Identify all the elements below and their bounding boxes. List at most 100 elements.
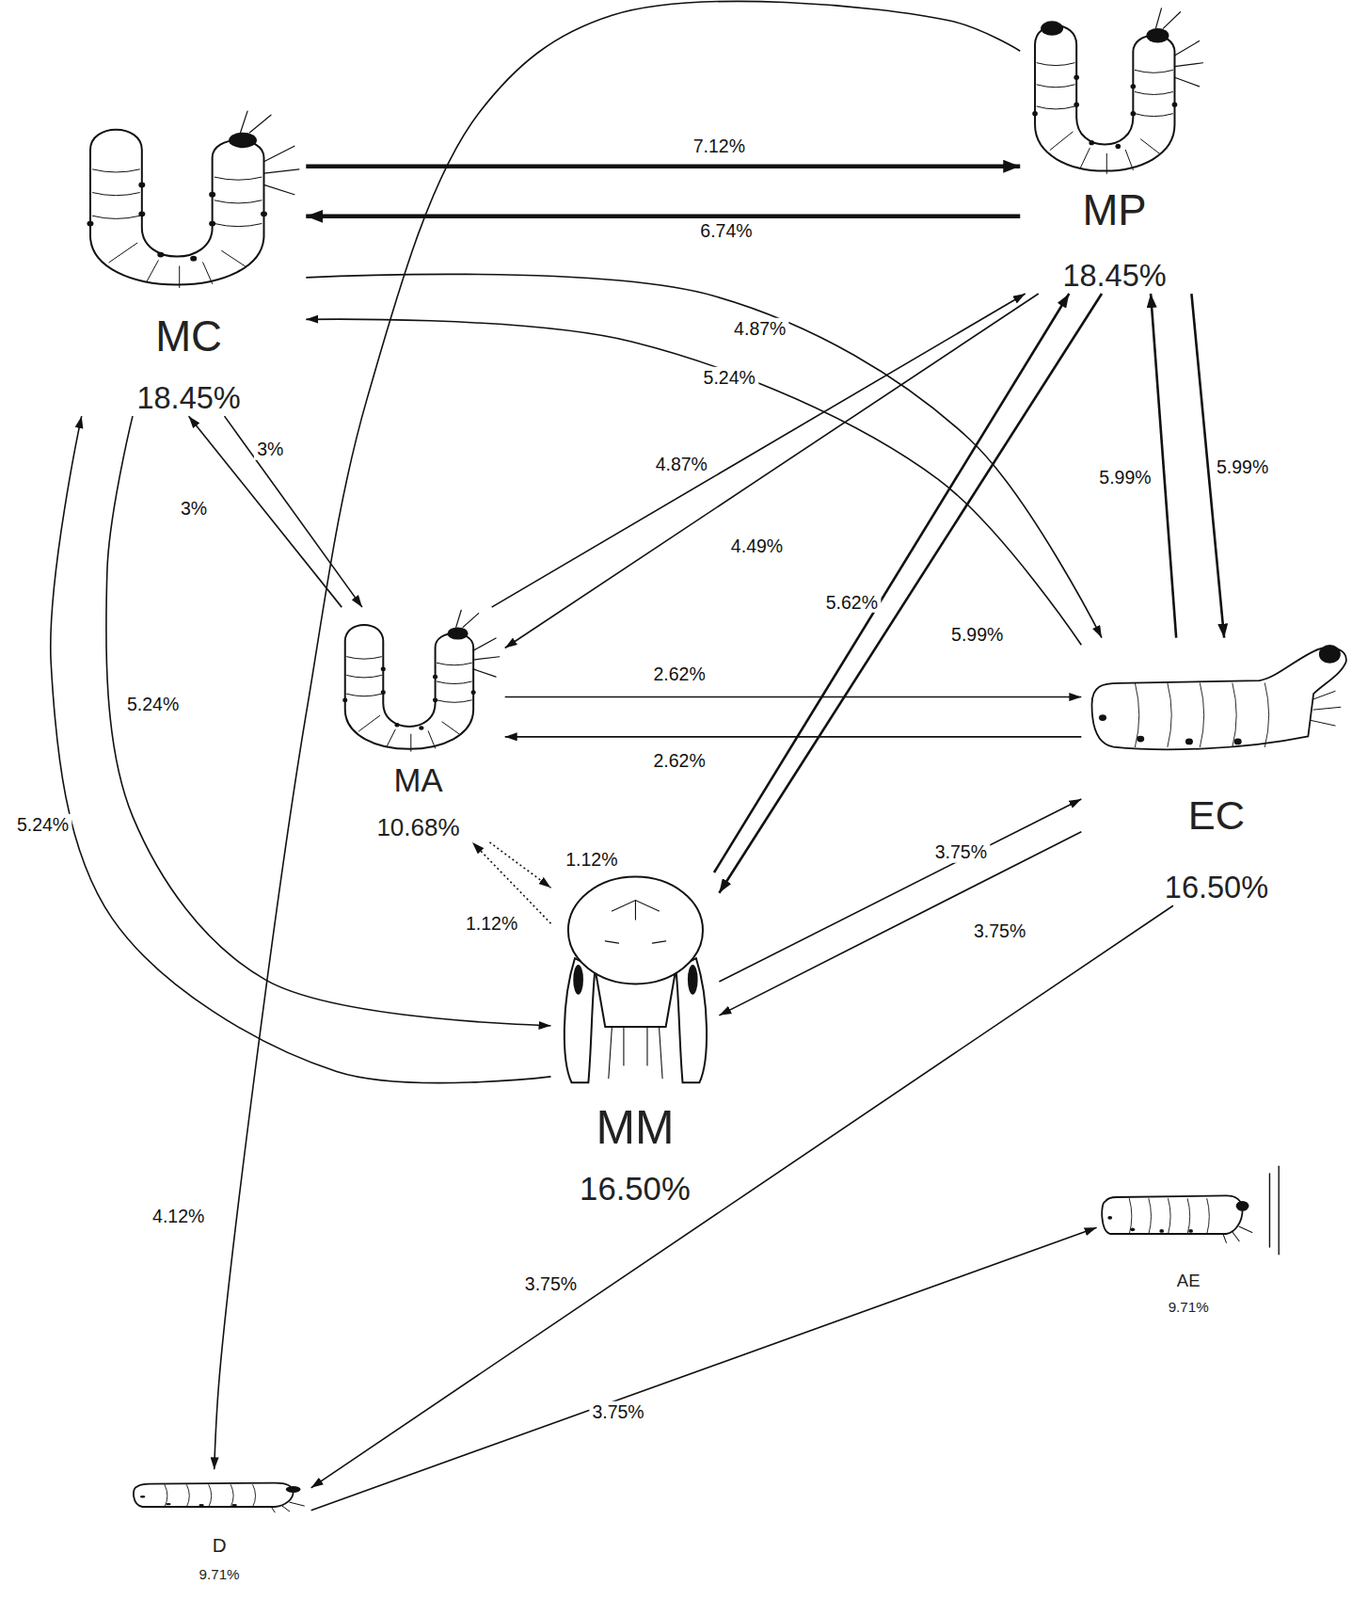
transition-arrow (505, 293, 1039, 648)
spiracle-dot (165, 1502, 171, 1505)
transition-percentage: 3% (254, 438, 287, 460)
larva-leg (239, 111, 247, 133)
pupa-head (567, 876, 702, 985)
spiracle-dot (190, 255, 197, 262)
spiracle-dot (1032, 111, 1038, 116)
body-segment (1206, 1197, 1209, 1233)
body-segment (1167, 683, 1172, 748)
transition-arrow (718, 831, 1082, 1016)
body-segment (429, 731, 436, 748)
transition-percentage: 5.24% (14, 813, 72, 835)
pupa-wing (563, 957, 595, 1082)
body-segment (214, 222, 262, 226)
insect-illustration (71, 107, 306, 302)
body-segment (214, 176, 262, 180)
body-segment (347, 693, 382, 696)
pupa-detail (652, 940, 666, 943)
transition-arrow (472, 842, 551, 923)
spiracle-dot (138, 210, 145, 217)
transition-percentage: 5.62% (823, 590, 881, 612)
transition-arrow (106, 415, 552, 1026)
transition-percentage: 3.75% (932, 841, 990, 862)
body-segment (1126, 150, 1134, 171)
larva-leg (474, 668, 497, 677)
body-segment (230, 1484, 234, 1507)
pupa-detail (607, 1026, 612, 1079)
stage-name: MC (155, 312, 223, 362)
larva-leg (1232, 1231, 1240, 1241)
larva-leg (474, 656, 501, 660)
transition-percentage: 3% (177, 497, 210, 519)
body-segment (178, 266, 180, 288)
spiracle-dot (1188, 1228, 1194, 1233)
spiracle-dot (1159, 1228, 1164, 1233)
transition-percentage: 5.24% (124, 693, 182, 715)
larva-leg (456, 609, 462, 627)
stage-percentage: 10.68% (376, 813, 460, 843)
spiracle-dot (343, 698, 349, 703)
body-segment (146, 260, 159, 283)
body-segment (1148, 1197, 1152, 1233)
pupa-mark (686, 964, 698, 995)
larva-leg (462, 613, 479, 628)
stage-percentage: 9.71% (199, 1565, 240, 1582)
transition-arrow (305, 273, 1102, 637)
stage-name: MA (394, 762, 444, 800)
spiracle-dot (1130, 111, 1137, 116)
transition-percentage: 7.12% (690, 135, 748, 157)
pupa-detail (622, 1026, 624, 1066)
body-segment (411, 733, 413, 751)
transition-arrow (224, 415, 363, 607)
transition-arrow (311, 1226, 1098, 1510)
pupa-detail (604, 940, 619, 943)
larva-leg (1175, 41, 1200, 56)
body-segment (437, 681, 473, 684)
transition-percentage: 2.62% (650, 749, 708, 771)
stage-percentage: 16.50% (579, 1170, 691, 1209)
body-segment (186, 1484, 190, 1507)
larva-leg (1239, 1225, 1253, 1232)
body-segment (203, 262, 213, 285)
spiracle-dot (231, 1503, 237, 1506)
spiracle-dot (1089, 140, 1096, 145)
body-segment (1265, 683, 1270, 748)
transition-arrow (1191, 293, 1225, 638)
spiracle-dot (1234, 737, 1242, 745)
larva-leg (288, 1501, 304, 1506)
transition-percentage: 4.49% (728, 535, 786, 557)
spiracle-dot (198, 1503, 204, 1506)
transition-arrow (305, 318, 1082, 645)
body-segment (1036, 63, 1075, 66)
larva-leg (474, 637, 497, 651)
body-segment (207, 1484, 211, 1507)
transition-arrow (718, 293, 1102, 893)
transition-percentage: 2.62% (650, 662, 708, 684)
spiracle-dot (395, 722, 400, 728)
stage-name: MM (595, 1100, 674, 1155)
barrier-line (1277, 1165, 1279, 1255)
spiracle-dot (86, 221, 94, 227)
spiracle-dot (1115, 143, 1122, 149)
stage-name: MP (1081, 186, 1146, 236)
spiracle-dot (157, 252, 164, 258)
larva-leg (263, 145, 294, 161)
transition-percentage: 1.12% (462, 912, 521, 934)
spiracle-dot (138, 181, 145, 188)
spiracle-dot (1129, 1226, 1135, 1231)
transition-percentage: 4.87% (731, 318, 789, 339)
larva-leg (270, 1506, 275, 1512)
larva-head (447, 627, 469, 640)
transition-percentage: 3.75% (588, 1399, 647, 1421)
insect-illustration (127, 1468, 312, 1515)
body-segment (1232, 683, 1237, 748)
grub-body (90, 129, 265, 286)
transition-arrow (718, 798, 1082, 982)
transition-percentage: 5.99% (1096, 466, 1154, 488)
pupa-detail (658, 1026, 663, 1079)
larva-leg (1163, 12, 1181, 29)
larva-head (1235, 1200, 1249, 1211)
transition-percentage: 6.74% (697, 220, 755, 241)
spiracle-dot (1107, 1215, 1113, 1220)
transition-percentage: 5.24% (700, 366, 759, 388)
body-segment (437, 662, 473, 665)
